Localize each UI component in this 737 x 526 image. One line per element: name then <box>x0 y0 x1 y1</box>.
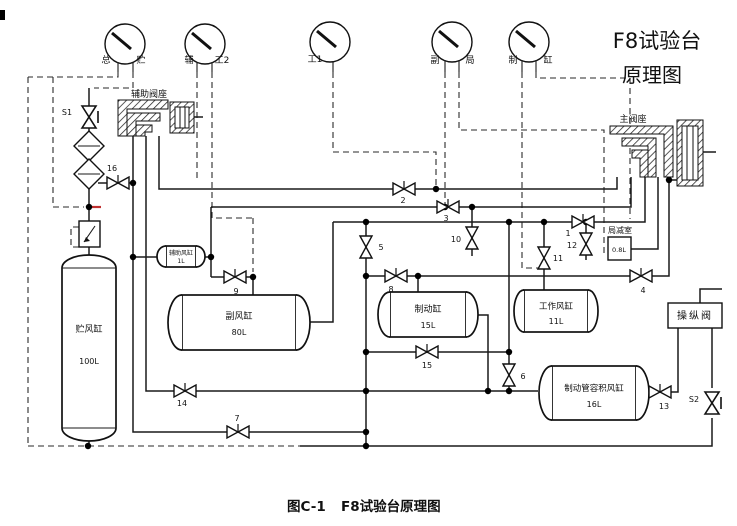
sensing-lines <box>27 72 631 447</box>
valve-s1-label: S1 <box>62 108 72 117</box>
working-tank-volume: 11L <box>549 317 564 326</box>
valve-s2 <box>704 391 722 415</box>
valve-9 <box>223 268 247 284</box>
gauge1-left-label: 总 <box>101 54 110 66</box>
valve-5-label: 5 <box>378 243 383 252</box>
valve-9-label: 9 <box>233 287 238 296</box>
control-valve-label: 操纵阀 <box>677 309 713 322</box>
auxiliary-tank-volume: 80L <box>232 328 247 337</box>
aux-seat-label: 辅助阀座 <box>131 88 167 100</box>
storage-tank-name: 贮风缸 <box>75 323 102 335</box>
valve-1 <box>571 213 595 229</box>
tanks <box>61 245 650 442</box>
brake-pipe-vol-tank-volume: 16L <box>587 400 602 409</box>
valve-s2-label: S2 <box>689 395 699 404</box>
valve-3 <box>436 198 460 214</box>
local-reduction-chamber-box <box>607 236 632 261</box>
labels: F8试验台 原理图 总 贮 辅 工2 工1 副 局 制 缸 辅助阀座 主阀座 局… <box>62 29 713 423</box>
storage-tank <box>61 254 117 442</box>
valve-16-label: 16 <box>107 164 117 173</box>
brake-cyl-tank-volume: 15L <box>421 321 436 330</box>
gauge5-left-label: 制 <box>508 54 517 66</box>
brake-cylinder-tank <box>377 291 479 338</box>
valve-13 <box>648 383 672 399</box>
valve-13-label: 13 <box>659 402 669 411</box>
valve-15-label: 15 <box>422 361 432 370</box>
valve-7 <box>226 423 250 439</box>
valve-2-label: 2 <box>400 196 405 205</box>
gauge4-left-label: 副 <box>430 55 439 66</box>
pressure-gauges <box>104 21 550 72</box>
auxiliary-tank-name: 副风缸 <box>225 310 252 322</box>
gauge5-right-label: 缸 <box>543 54 552 66</box>
caption: 图C-1 F8试验台原理图 <box>287 498 441 515</box>
valve-s1 <box>81 105 99 129</box>
caption-fig-no: 图C-1 <box>287 499 326 515</box>
gauge-work1 <box>309 21 351 72</box>
valve-14-label: 14 <box>177 399 187 408</box>
valve-2 <box>392 180 416 196</box>
valve-11 <box>537 246 551 270</box>
aux-valve-seat <box>117 99 195 137</box>
valve-8-label: 8 <box>388 285 393 294</box>
gauge4-right-label: 局 <box>465 55 474 66</box>
piping <box>88 88 722 447</box>
diagram-title-line1: F8试验台 <box>613 29 701 53</box>
valve-4-label: 4 <box>640 286 645 295</box>
valve-10 <box>465 226 479 250</box>
junction-dots <box>84 176 673 450</box>
valve-15 <box>415 343 439 359</box>
gauge-brake-cyl <box>508 21 550 72</box>
scan-artifact <box>0 10 5 20</box>
working-tank <box>513 289 599 333</box>
local-reduction-label: 局减室 <box>608 225 632 235</box>
brake-pipe-vol-tank-name: 制动管容积风缸 <box>564 383 624 394</box>
gauge2-left-label: 辅 <box>184 54 193 66</box>
aux-small-tank <box>156 245 206 268</box>
brake-cyl-tank-name: 制动缸 <box>414 303 441 315</box>
valve-12 <box>579 232 593 256</box>
diagram-title-line2: 原理图 <box>622 63 682 87</box>
main-valve-seat <box>609 119 704 187</box>
valve-3-label: 3 <box>443 214 448 223</box>
valve-5 <box>359 235 373 259</box>
valve-12-label: 12 <box>567 241 577 250</box>
storage-tank-volume: 100L <box>79 357 99 366</box>
gauge3-label: 工1 <box>308 55 323 65</box>
valve-7-label: 7 <box>234 414 239 423</box>
aux-small-tank-volume: 1L <box>177 258 185 265</box>
working-tank-name: 工作风缸 <box>539 301 574 312</box>
gauge-main-storage <box>104 23 146 72</box>
valve-14 <box>173 382 197 398</box>
gauge-aux-work2 <box>184 23 226 72</box>
valve-1-label: 1 <box>565 229 570 238</box>
valve-11-label: 11 <box>553 254 563 263</box>
valve-8 <box>384 267 408 283</box>
valve-16 <box>106 174 130 190</box>
valve-10-label: 10 <box>451 235 461 244</box>
filter-column <box>73 130 105 248</box>
control-valve-box <box>667 302 723 329</box>
local-reduction-volume: 0.8L <box>612 246 626 254</box>
gauge1-right-label: 贮 <box>136 54 145 66</box>
brake-pipe-volume-tank <box>538 365 650 421</box>
auxiliary-tank <box>167 294 311 351</box>
valve-6-label: 6 <box>520 372 525 381</box>
gauge-sub-local <box>431 21 473 72</box>
valve-6 <box>502 363 516 387</box>
caption-text: F8试验台原理图 <box>341 498 441 515</box>
aux-small-tank-name: 辅助风缸 <box>169 249 193 257</box>
gauge2-right-label: 工2 <box>215 56 230 66</box>
valve-4 <box>629 267 653 283</box>
main-seat-label: 主阀座 <box>619 113 646 125</box>
